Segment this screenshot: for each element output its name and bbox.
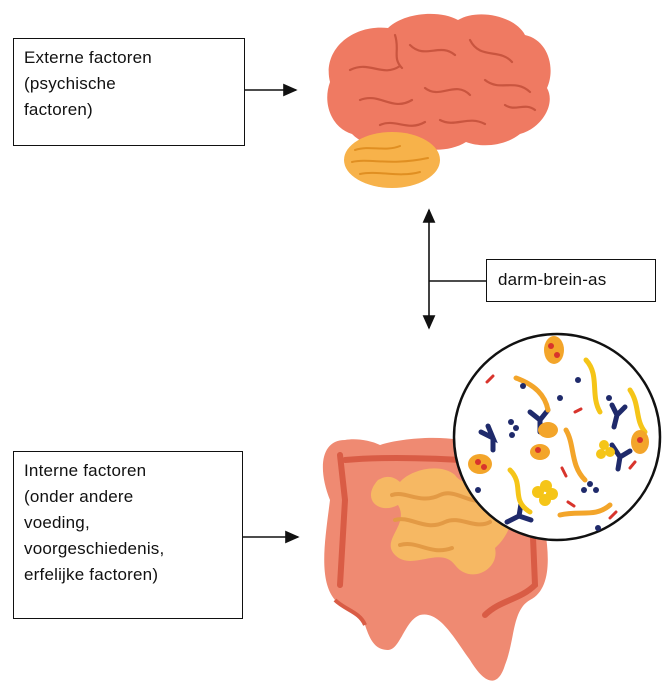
internal-factors-line: erfelijke factoren) xyxy=(24,562,232,588)
external-factors-line: (psychische xyxy=(24,71,234,97)
brain-icon xyxy=(327,14,550,188)
internal-factors-line: Interne factoren xyxy=(24,458,232,484)
external-factors-box: Externe factoren (psychische factoren) xyxy=(13,38,245,146)
internal-factors-box: Interne factoren (onder andere voeding, … xyxy=(13,451,243,619)
gut-brain-axis-label: darm-brein-as xyxy=(498,267,644,293)
gut-brain-axis-box: darm-brein-as xyxy=(486,259,656,302)
internal-factors-line: (onder andere xyxy=(24,484,232,510)
internal-factors-line: voeding, xyxy=(24,510,232,536)
external-factors-line: factoren) xyxy=(24,97,234,123)
microbiome-circle-icon xyxy=(454,334,660,540)
external-factors-line: Externe factoren xyxy=(24,45,234,71)
internal-factors-line: voorgeschiedenis, xyxy=(24,536,232,562)
